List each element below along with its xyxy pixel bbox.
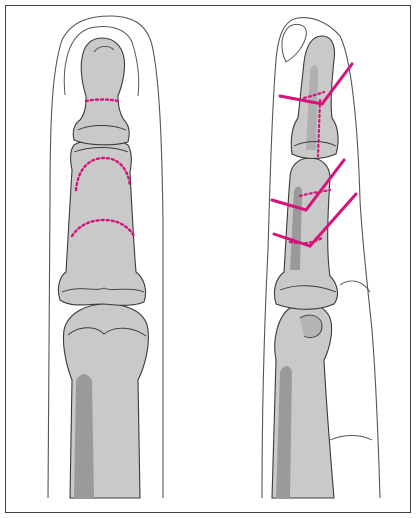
dorsal-proximal-shadow: [74, 374, 94, 498]
